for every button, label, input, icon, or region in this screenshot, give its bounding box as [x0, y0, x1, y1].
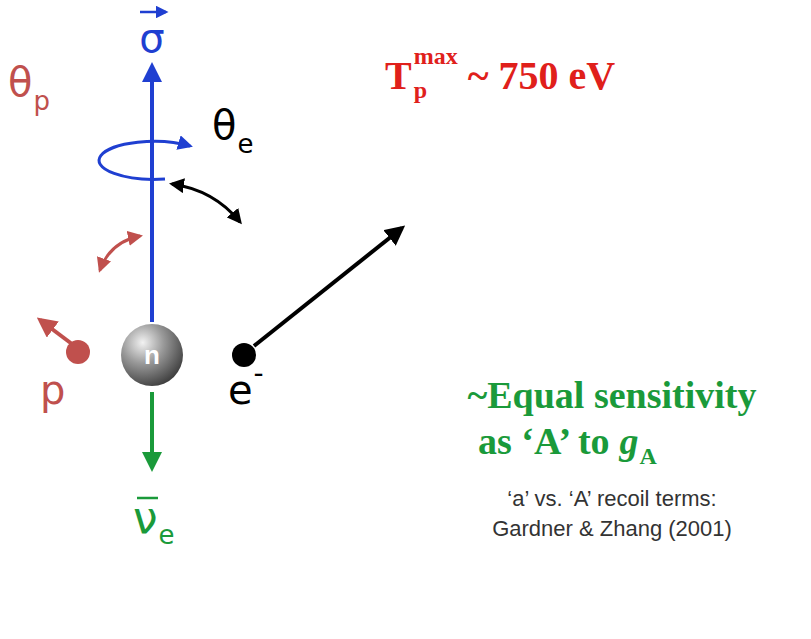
energy-value: ~ 750 eV	[468, 56, 615, 96]
kinetic-energy-symbol: T	[385, 56, 412, 96]
angle-symbol: θ	[212, 105, 236, 145]
particle-label: e	[228, 370, 253, 410]
angle-symbol: θ	[8, 62, 32, 102]
spin-symbol: σ	[139, 18, 164, 58]
proton-dot	[66, 340, 90, 364]
vector-overarrow	[140, 11, 166, 14]
spin-rotation-arrow	[99, 141, 190, 179]
particle-label: ν	[133, 496, 158, 540]
electron-dot	[232, 343, 256, 367]
subscript: p	[414, 78, 427, 102]
superscript: max	[414, 44, 458, 68]
electron-momentum-arrow	[254, 228, 402, 346]
subscript: A	[640, 444, 657, 468]
spin-axis-arrow	[150, 66, 154, 322]
symbol: g	[620, 422, 639, 460]
superscript: -	[254, 360, 264, 388]
reference-note: Gardner & Zhang (2001)	[492, 518, 732, 540]
node-label: n	[144, 342, 160, 368]
electron-angle-arc	[172, 184, 240, 222]
particle-label: p	[40, 370, 65, 410]
proton-momentum-arrow	[40, 320, 72, 344]
note-text: as ‘A’ to	[478, 422, 610, 460]
reference-note: ‘a’ vs. ‘A’ recoil terms:	[507, 488, 716, 510]
antineutrino-arrow	[150, 392, 154, 468]
neutron-sphere: n	[121, 324, 183, 386]
subscript: e	[159, 522, 175, 548]
note-text: ~Equal sensitivity	[468, 376, 757, 414]
subscript: p	[33, 88, 50, 114]
proton-angle-arc	[100, 236, 140, 270]
subscript: e	[237, 131, 253, 157]
